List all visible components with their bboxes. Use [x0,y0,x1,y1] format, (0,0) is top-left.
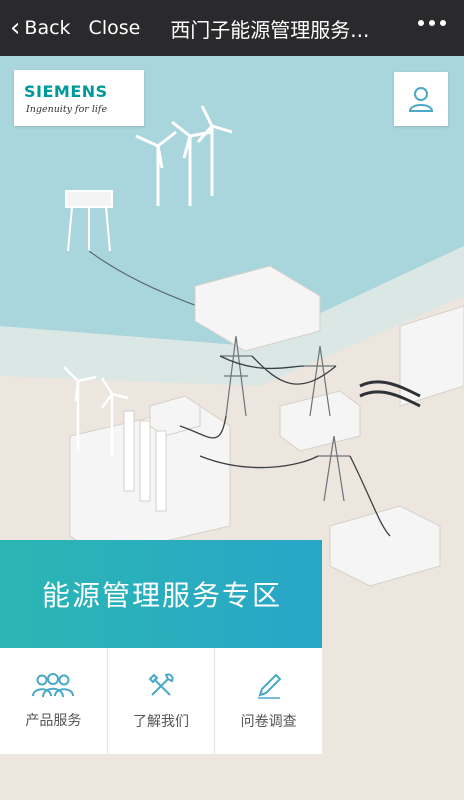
tile-label: 问卷调查 [240,714,297,730]
pencil-icon [257,673,282,699]
tile-label: 了解我们 [133,714,189,730]
close-button[interactable]: Close [88,17,141,39]
tile-label: 产品服务 [25,713,82,729]
menu-tiles: 产品服务 了解我们 问卷调查 [0,648,322,754]
page-title: 西门子能源管理服务... [170,17,370,42]
section-banner: 能源管理服务专区 [0,540,322,648]
people-icon [32,673,75,698]
brand-tagline: Ingenuity for life [26,104,108,115]
back-button[interactable]: ‹ Back [10,15,71,41]
tile-survey[interactable]: 问卷调查 [215,648,322,754]
user-icon [408,87,434,112]
tile-product-service[interactable]: 产品服务 [0,648,108,754]
tools-icon [148,673,174,696]
tile-about-us[interactable]: 了解我们 [108,648,216,754]
back-label: Back [24,17,71,39]
brand-name: SIEMENS [24,82,108,101]
siemens-logo: SIEMENS Ingenuity for life [14,70,144,126]
navigation-bar: ‹ Back Close 西门子能源管理服务... [0,0,464,56]
more-options-icon[interactable] [418,20,446,26]
chevron-left-icon: ‹ [10,13,21,43]
banner-title: 能源管理服务专区 [42,579,283,612]
user-profile-button[interactable] [394,72,448,126]
